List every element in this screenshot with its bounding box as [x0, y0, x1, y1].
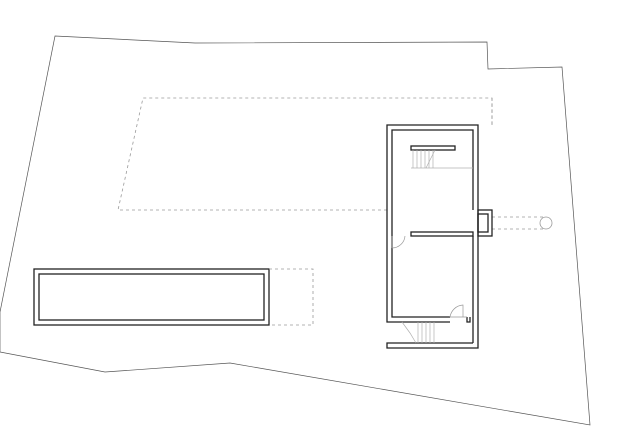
- stairs-lower: [401, 321, 435, 344]
- stairs-upper: [411, 149, 473, 169]
- dashed-building-outline: [117, 97, 493, 211]
- pool: [33, 268, 270, 326]
- door-entrance: [449, 304, 467, 318]
- dashed-path-to-tree: [492, 216, 545, 230]
- pool-dashed-extension: [269, 268, 314, 326]
- site-boundary: [0, 35, 591, 426]
- tree-circle: [539, 216, 553, 230]
- house: [386, 124, 493, 349]
- door-interior: [391, 235, 406, 249]
